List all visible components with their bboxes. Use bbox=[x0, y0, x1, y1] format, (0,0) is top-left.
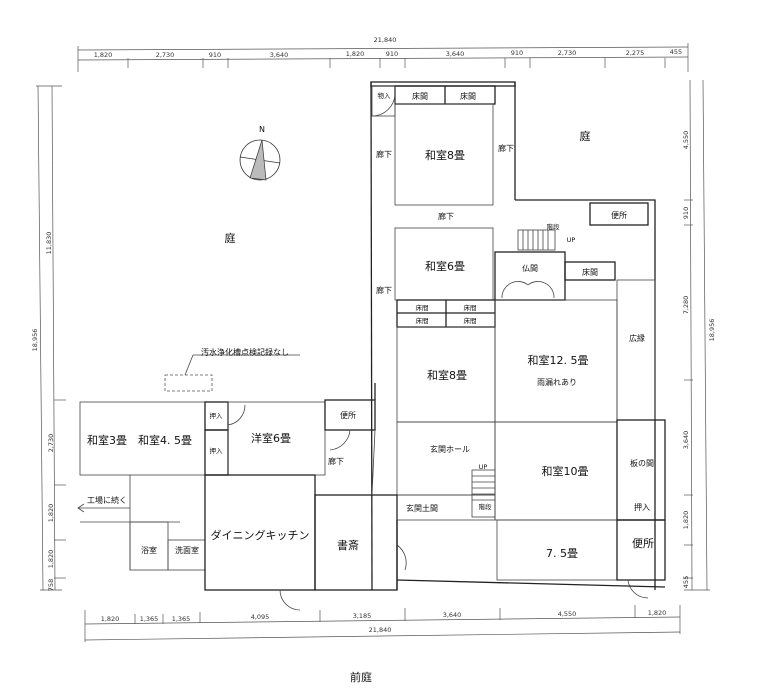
room-label-washitsu-12-5: 和室12. 5畳 bbox=[528, 353, 589, 367]
room-label-washitsu-8: 和室8畳 bbox=[427, 368, 467, 382]
room-label-garden: 庭 bbox=[225, 231, 236, 245]
septic-tank-note: 汚水浄化槽点検記録なし bbox=[201, 347, 289, 357]
right-dimension: 1,820 bbox=[682, 511, 690, 530]
factory-connection-note: 工場に続く bbox=[87, 495, 127, 505]
bottom-dimension: 1,820 bbox=[648, 609, 667, 617]
room-label-closet: 押入 bbox=[210, 411, 224, 420]
room-label-toilet: 便所 bbox=[632, 537, 654, 550]
room-label-study: 書斎 bbox=[337, 538, 359, 552]
right-dimension: 7,280 bbox=[682, 296, 690, 315]
room-label-tokonoma: 床間 bbox=[412, 91, 428, 101]
top-dimension-lines bbox=[77, 43, 689, 72]
bottom-total-dimension: 21,840 bbox=[369, 626, 392, 634]
north-compass-icon bbox=[239, 139, 281, 181]
room-label-bathroom: 浴室 bbox=[141, 545, 157, 555]
top-dimension: 910 bbox=[511, 49, 523, 57]
right-dimension: 4,550 bbox=[682, 131, 690, 150]
room-label-front-garden: 前庭 bbox=[350, 670, 372, 684]
left-dimension: 758 bbox=[47, 579, 55, 591]
room-label-corridor: 廊下 bbox=[376, 285, 392, 295]
room-label-tokonoma: 床間 bbox=[416, 303, 429, 312]
room-label-washroom: 洗面室 bbox=[175, 545, 199, 555]
top-dimension: 2,275 bbox=[626, 49, 645, 57]
top-dimension: 1,820 bbox=[94, 51, 113, 59]
top-dimension: 2,730 bbox=[156, 51, 175, 59]
room-label-toilet: 便所 bbox=[611, 210, 627, 220]
room-label-up: UP bbox=[479, 463, 488, 471]
room-label-entrance-doma: 玄関土間 bbox=[406, 503, 438, 513]
room-label-butsuma: 仏間 bbox=[522, 264, 538, 273]
top-dimension: 3,640 bbox=[270, 51, 289, 59]
room-label-monoire: 物入 bbox=[378, 91, 392, 100]
room-label-washitsu-8: 和室8畳 bbox=[425, 148, 465, 162]
left-dimension: 2,730 bbox=[47, 434, 55, 453]
bottom-dimension: 1,365 bbox=[172, 615, 191, 623]
room-label-closet: 押入 bbox=[210, 446, 224, 455]
room-label-closet: 押入 bbox=[634, 502, 650, 512]
top-total-dimension: 21,840 bbox=[374, 36, 397, 44]
top-dimension: 2,730 bbox=[558, 49, 577, 57]
compass-north-label: N bbox=[259, 125, 265, 134]
right-dimension: 910 bbox=[682, 207, 690, 219]
room-label-garden: 庭 bbox=[580, 129, 591, 143]
right-total-dimension: 18,956 bbox=[708, 319, 716, 342]
left-dimension: 1,820 bbox=[47, 504, 55, 523]
room-label-corridor: 廊下 bbox=[498, 143, 514, 153]
room-label-dining-kitchen: ダイニングキッチン bbox=[211, 528, 310, 542]
bottom-dimension: 1,820 bbox=[101, 615, 120, 623]
top-dimension: 3,640 bbox=[446, 50, 465, 58]
room-label-stairs: 階段 bbox=[547, 222, 561, 231]
room-label-toilet: 便所 bbox=[340, 410, 356, 420]
room-label-tokonoma: 床間 bbox=[460, 91, 476, 101]
room-label-itanoma: 板の間 bbox=[630, 458, 654, 468]
room-label-7-5: 7. 5畳 bbox=[546, 547, 578, 560]
bottom-dimension: 4,550 bbox=[558, 610, 577, 618]
room-label-tokonoma: 床間 bbox=[464, 316, 477, 325]
bottom-dimension-lines bbox=[84, 605, 681, 642]
room-label-hiroen: 広縁 bbox=[629, 333, 645, 343]
room-label-tokonoma: 床間 bbox=[464, 303, 477, 312]
room-label-washitsu-6: 和室6畳 bbox=[425, 259, 465, 273]
bottom-dimension: 3,185 bbox=[353, 612, 372, 620]
right-dimension: 3,640 bbox=[682, 431, 690, 450]
room-label-washitsu-4-5: 和室4. 5畳 bbox=[138, 433, 192, 447]
room-note-roof-leak: 雨漏れあり bbox=[537, 377, 577, 387]
room-label-stairs: 階段 bbox=[479, 502, 493, 511]
walls bbox=[77, 81, 666, 611]
room-label-washitsu-10: 和室10畳 bbox=[542, 464, 589, 478]
top-dimension: 1,820 bbox=[346, 50, 365, 58]
left-dimension: 11,830 bbox=[45, 232, 53, 255]
left-dimension: 1,820 bbox=[47, 550, 55, 569]
room-label-entrance-hall: 玄関ホール bbox=[430, 444, 470, 454]
bottom-dimension: 3,640 bbox=[443, 611, 462, 619]
left-dimension-lines bbox=[36, 85, 66, 591]
room-label-tokonoma: 床間 bbox=[416, 316, 429, 325]
left-total-dimension: 18,956 bbox=[31, 329, 39, 352]
room-label-western-6: 洋室6畳 bbox=[251, 431, 291, 445]
right-dimension-lines bbox=[684, 79, 710, 591]
top-dimension: 910 bbox=[209, 51, 221, 59]
room-label-up: UP bbox=[567, 236, 576, 244]
room-label-corridor: 廊下 bbox=[328, 456, 344, 466]
right-dimension: 455 bbox=[682, 576, 690, 588]
bottom-dimension: 4,095 bbox=[251, 613, 270, 621]
top-dimension: 455 bbox=[670, 48, 682, 56]
room-label-corridor: 廊下 bbox=[376, 149, 392, 159]
top-dimension: 910 bbox=[386, 50, 398, 58]
room-label-tokonoma: 床間 bbox=[582, 267, 598, 277]
room-label-washitsu-3: 和室3畳 bbox=[87, 433, 127, 447]
bottom-dimension: 1,365 bbox=[140, 615, 159, 623]
room-label-corridor: 廊下 bbox=[438, 211, 454, 221]
